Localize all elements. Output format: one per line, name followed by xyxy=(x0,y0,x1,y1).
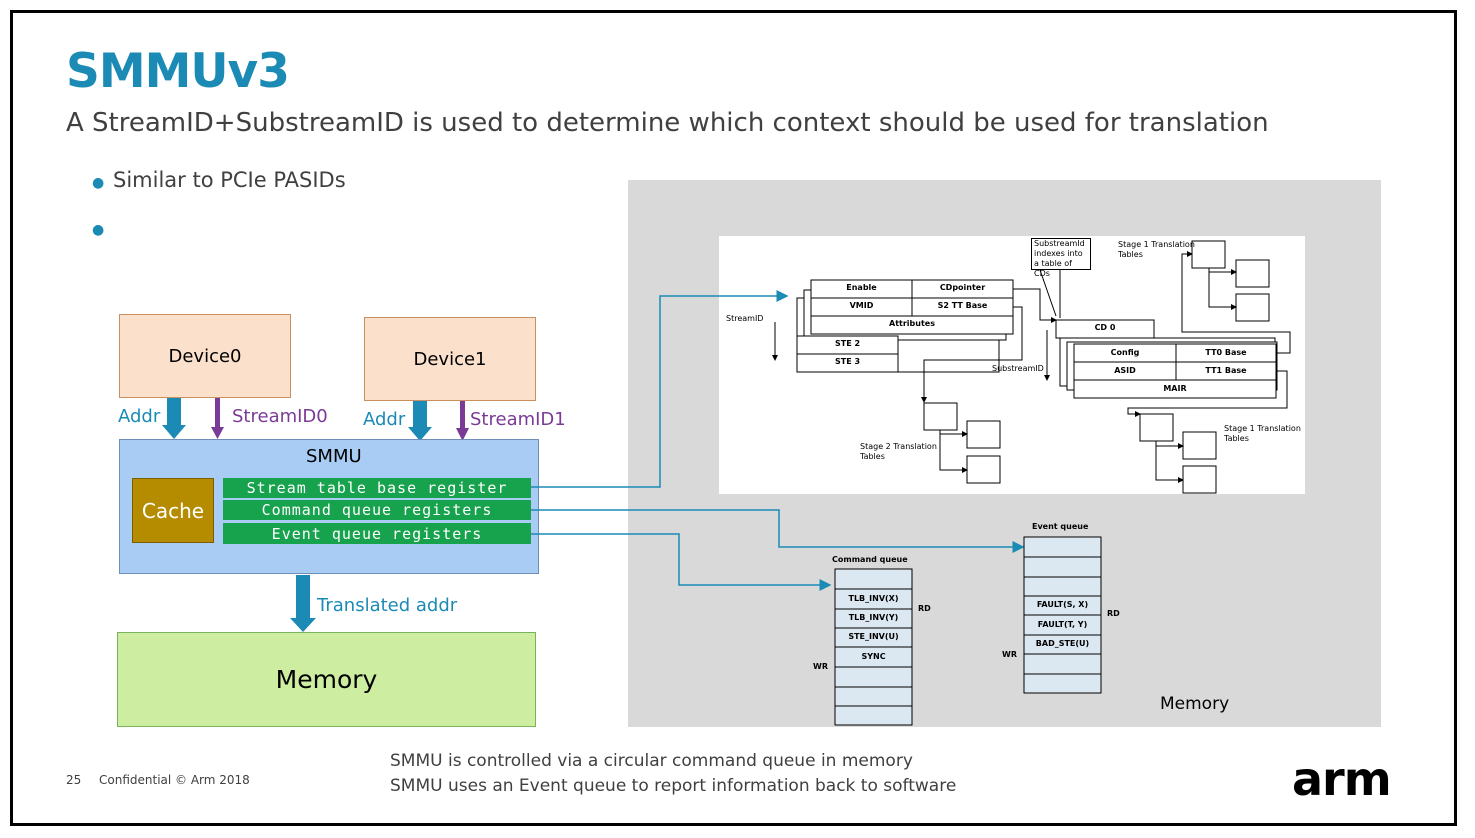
memory-panel-label: Memory xyxy=(1160,694,1230,714)
bullet-1: Similar to PCIe PASIDs xyxy=(113,168,346,192)
addr1-arrow-shaft xyxy=(413,401,427,427)
event-wr-label: WR xyxy=(1002,650,1017,659)
slide-title: SMMUv3 xyxy=(66,44,290,99)
event-rd-label: RD xyxy=(1107,609,1120,618)
addr0-arrow-head xyxy=(162,425,186,439)
command-reg-connector xyxy=(531,509,1025,553)
substreamid-axis-label: SubstreamID xyxy=(992,364,1044,373)
command-wr-label: WR xyxy=(813,662,828,671)
page-number: 25 xyxy=(66,773,82,787)
cache-box: Cache xyxy=(132,478,214,543)
substream-note-box xyxy=(1031,238,1091,270)
asid-field: ASID xyxy=(1114,366,1136,375)
device1-label: Device1 xyxy=(413,348,487,370)
command-queue-title: Command queue xyxy=(832,555,908,564)
event-reg-connector xyxy=(531,533,832,591)
footnote-1: SMMU is controlled via a circular comman… xyxy=(390,751,913,771)
event-queue-register: Event queue registers xyxy=(223,523,531,544)
bullet-dot-icon: ● xyxy=(92,175,105,191)
addr0-label: Addr xyxy=(118,406,161,427)
ste-3-row xyxy=(796,353,899,373)
device0-label: Device0 xyxy=(168,345,242,367)
addr0-arrow-shaft xyxy=(167,398,181,426)
translated-arrow-head xyxy=(290,618,316,632)
device0-box: Device0 xyxy=(119,314,291,398)
command-queue-register: Command queue registers xyxy=(223,500,531,520)
event-entry: FAULT(T, Y) xyxy=(1037,620,1088,629)
stream-table-connector xyxy=(531,290,789,488)
footnote-2: SMMU uses an Event queue to report infor… xyxy=(390,776,957,796)
cd0-label: CD 0 xyxy=(1094,323,1116,332)
arm-logo: arm xyxy=(1292,752,1392,806)
stream-table-register-label: Stream table base register xyxy=(246,479,508,497)
command-queue-register-label: Command queue registers xyxy=(261,501,493,519)
streamid1-arrow-shaft xyxy=(460,401,465,429)
streamid-axis-label: StreamID xyxy=(726,314,764,323)
slide-subtitle: A StreamID+SubstreamID is used to determ… xyxy=(66,108,1269,138)
substream-note: SubstreamId indexes into a table of CDs xyxy=(1034,239,1085,278)
command-entry: TLB_INV(Y) xyxy=(848,613,899,622)
config-field: Config xyxy=(1110,348,1140,357)
attributes-field: Attributes xyxy=(889,319,935,328)
cache-label: Cache xyxy=(141,498,205,523)
stage1-bottom-label: Stage 1 Translation Tables xyxy=(1224,424,1301,443)
memory-label: Memory xyxy=(275,665,378,694)
addr1-arrow-head xyxy=(408,427,432,441)
device1-box: Device1 xyxy=(364,317,536,401)
translated-arrow-shaft xyxy=(296,575,310,619)
streamid1-label: StreamID1 xyxy=(470,409,566,430)
ste3-label: STE 3 xyxy=(834,357,861,366)
stage1-top-label: Stage 1 Translation Tables xyxy=(1118,240,1195,259)
memory-box: Memory xyxy=(117,632,536,727)
command-entry: STE_INV(U) xyxy=(848,632,899,641)
event-entry: BAD_STE(U) xyxy=(1035,639,1090,648)
ste2-label: STE 2 xyxy=(834,339,861,348)
streamid0-label: StreamID0 xyxy=(232,406,328,427)
streamid1-arrow-head xyxy=(456,428,469,441)
streamid0-arrow-shaft xyxy=(215,398,220,428)
addr1-label: Addr xyxy=(363,409,406,430)
stream-table-register: Stream table base register xyxy=(223,478,531,498)
event-queue-title: Event queue xyxy=(1032,522,1089,531)
event-entry: FAULT(S, X) xyxy=(1036,600,1089,609)
vmid-field: VMID xyxy=(849,301,874,310)
command-rd-label: RD xyxy=(918,604,931,613)
command-entry: SYNC xyxy=(861,652,886,661)
command-entry: TLB_INV(X) xyxy=(848,594,899,603)
mair-field: MAIR xyxy=(1163,384,1187,393)
bullet-dot-icon: ● xyxy=(92,222,105,238)
confidential-notice: Confidential © Arm 2018 xyxy=(99,773,250,787)
translated-addr-label: Translated addr xyxy=(317,595,458,616)
streamid0-arrow-head xyxy=(211,427,224,439)
event-queue-register-label: Event queue registers xyxy=(271,524,483,543)
smmu-label: SMMU xyxy=(306,446,362,467)
cdpointer-field: CDpointer xyxy=(939,283,986,292)
slide-frame xyxy=(10,10,1457,826)
tt1-base-field: TT1 Base xyxy=(1205,366,1247,375)
tt0-base-field: TT0 Base xyxy=(1205,348,1247,357)
enable-field: Enable xyxy=(846,283,877,292)
s2-tt-base-field: S2 TT Base xyxy=(937,301,988,310)
stage2-label: Stage 2 Translation Tables xyxy=(860,442,937,461)
